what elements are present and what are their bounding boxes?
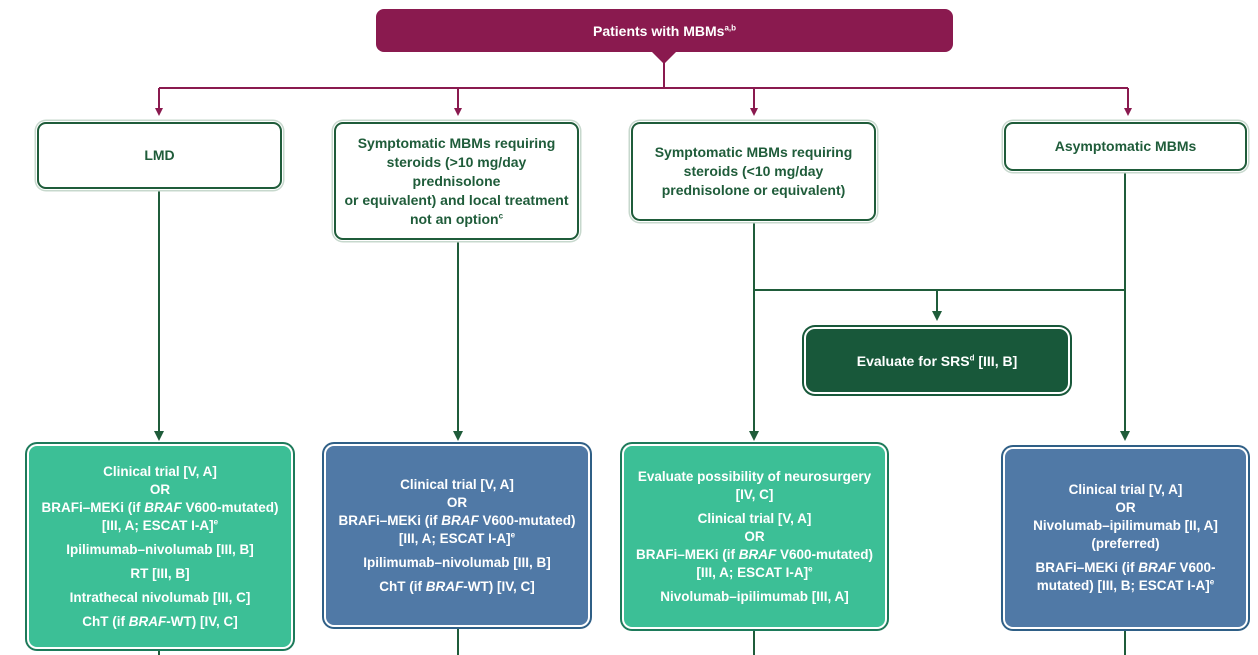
symptomatic-high-steroid-box: Symptomatic MBMs requiring steroids (>10… [334,122,579,240]
top-pointer [652,52,676,64]
srs-pre: Evaluate for SRS [856,352,970,369]
sym-high-cht-pre: ChT (if [379,578,426,594]
sym-low-braf-sup: e [808,564,813,573]
symptomatic-low-steroid-box: Symptomatic MBMs requiring steroids (<10… [631,122,876,221]
patients-with-mbms-box: Patients with MBMsa,b [376,9,953,52]
symptomatic-low-line3: prednisolone or equivalent) [661,182,846,198]
sym-high-braf-evidence: [III, A; ESCAT I-A] [398,530,511,546]
sym-high-cht: ChT (if BRAF-WT) [IV, C] [379,578,535,596]
sym-low-braf-evidence: [III, A; ESCAT I-A] [696,564,809,580]
asym-braf: BRAFi–MEKi (if BRAF V600- [1035,559,1215,577]
lmd-box: LMD [37,122,282,189]
asymptomatic-label: Asymptomatic MBMs [1054,138,1197,154]
top-title-text: Patients with MBMs [592,22,725,39]
symptomatic-low-line2: steroids (<10 mg/day [683,163,824,179]
asym-braf-line2-text: mutated) [III, B; ESCAT I-A] [1036,578,1210,593]
lmd-cht-post: -WT) [IV, C] [166,613,238,629]
asym-braf-sup: e [1209,577,1215,587]
symptomatic-high-line4: not an optionc [410,210,503,229]
sym-high-braf: BRAFi–MEKi (if BRAF V600-mutated) [338,512,575,530]
lmd-rt: RT [III, B] [130,565,190,581]
asym-or: OR [1115,500,1136,515]
asymptomatic-box: Asymptomatic MBMs [1004,122,1247,171]
asymptomatic-outcome-box: Clinical trial [V, A] OR Nivolumab–ipili… [1005,449,1246,627]
srs-sup: d [969,352,975,362]
lmd-cht-gene: BRAF [128,613,167,629]
lmd-braf-evidence: [III, A; ESCAT I-A] [101,517,214,533]
symptomatic-high-line1: Symptomatic MBMs requiring [357,134,556,151]
lmd-cht-pre: ChT (if [82,613,129,629]
symptomatic-high-sup: c [498,210,504,220]
lmd-trial: Clinical trial [V, A] [103,463,217,479]
sym-high-cht-post: -WT) [IV, C] [463,578,535,594]
sym-low-braf: BRAFi–MEKi (if BRAF V600-mutated) [636,546,873,564]
lmd-braf-post: V600-mutated) [181,499,279,515]
asym-braf-post: V600- [1175,560,1216,575]
sym-high-ipi: Ipilimumab–nivolumab [III, B] [363,554,551,570]
asym-nivo: Nivolumab–ipilimumab [II, A] [1033,518,1218,533]
lmd-or: OR [149,481,171,497]
srs-post: [III, B] [974,352,1018,369]
lmd-label: LMD [144,147,175,163]
symptomatic-high-line4-text: not an option [409,210,499,227]
sym-high-cht-gene: BRAF [425,578,464,594]
lmd-braf: BRAFi–MEKi (if BRAF V600-mutated) [41,499,278,517]
symptomatic-high-outcome-box: Clinical trial [V, A] OR BRAFi–MEKi (if … [326,446,588,625]
asym-preferred: (preferred) [1091,536,1160,551]
srs-text: Evaluate for SRSd [III, B] [857,353,1018,369]
symptomatic-low-outcome-box: Evaluate possibility of neurosurgery [IV… [624,446,885,627]
sym-low-neuro1: Evaluate possibility of neurosurgery [637,468,872,484]
sym-high-braf-pre: BRAFi–MEKi (if [338,512,442,528]
asym-braf-pre: BRAFi–MEKi (if [1035,560,1139,575]
lmd-intrathecal: Intrathecal nivolumab [III, C] [69,589,251,605]
sym-low-braf-evidence-line: [III, A; ESCAT I-A]e [696,564,812,582]
sym-low-neuro2: [IV, C] [735,486,774,502]
symptomatic-high-line3: or equivalent) and local treatment [344,191,569,208]
sym-low-braf-post: V600-mutated) [776,546,874,562]
symptomatic-high-line2: steroids (>10 mg/day prednisolone [386,153,527,189]
asym-braf-line2: mutated) [III, B; ESCAT I-A]e [1037,577,1214,595]
sym-high-or: OR [446,494,468,510]
sym-high-braf-sup: e [510,530,516,539]
top-title: Patients with MBMsa,b [593,23,736,39]
lmd-ipi: Ipilimumab–nivolumab [III, B] [66,541,254,557]
symptomatic-low-line1: Symptomatic MBMs requiring [654,144,853,160]
lmd-cht: ChT (if BRAF-WT) [IV, C] [82,613,238,631]
sym-high-trial: Clinical trial [V, A] [400,476,514,492]
sym-high-braf-gene: BRAF [441,512,479,528]
lmd-braf-gene: BRAF [144,499,182,515]
top-connectors [155,52,1132,116]
lmd-braf-sup: e [213,517,219,526]
sym-low-braf-pre: BRAFi–MEKi (if [635,546,739,562]
sym-low-braf-gene: BRAF [738,546,777,562]
evaluate-srs-box: Evaluate for SRSd [III, B] [806,329,1068,392]
lower-connectors [154,172,1130,655]
sym-high-braf-evidence-line: [III, A; ESCAT I-A]e [399,530,515,548]
top-title-sup: a,b [724,22,737,32]
sym-low-trial: Clinical trial [V, A] [697,510,812,526]
sym-low-nivo: Nivolumab–ipilimumab [III, A] [660,588,849,604]
lmd-braf-evidence-line: [III, A; ESCAT I-A]e [102,517,218,535]
sym-low-or: OR [744,528,765,544]
lmd-braf-pre: BRAFi–MEKi (if [41,499,145,515]
asym-trial: Clinical trial [V, A] [1068,482,1183,497]
lmd-outcome-box: Clinical trial [V, A] OR BRAFi–MEKi (if … [29,446,291,647]
asym-braf-gene: BRAF [1138,560,1176,575]
sym-high-braf-post: V600-mutated) [478,512,576,528]
